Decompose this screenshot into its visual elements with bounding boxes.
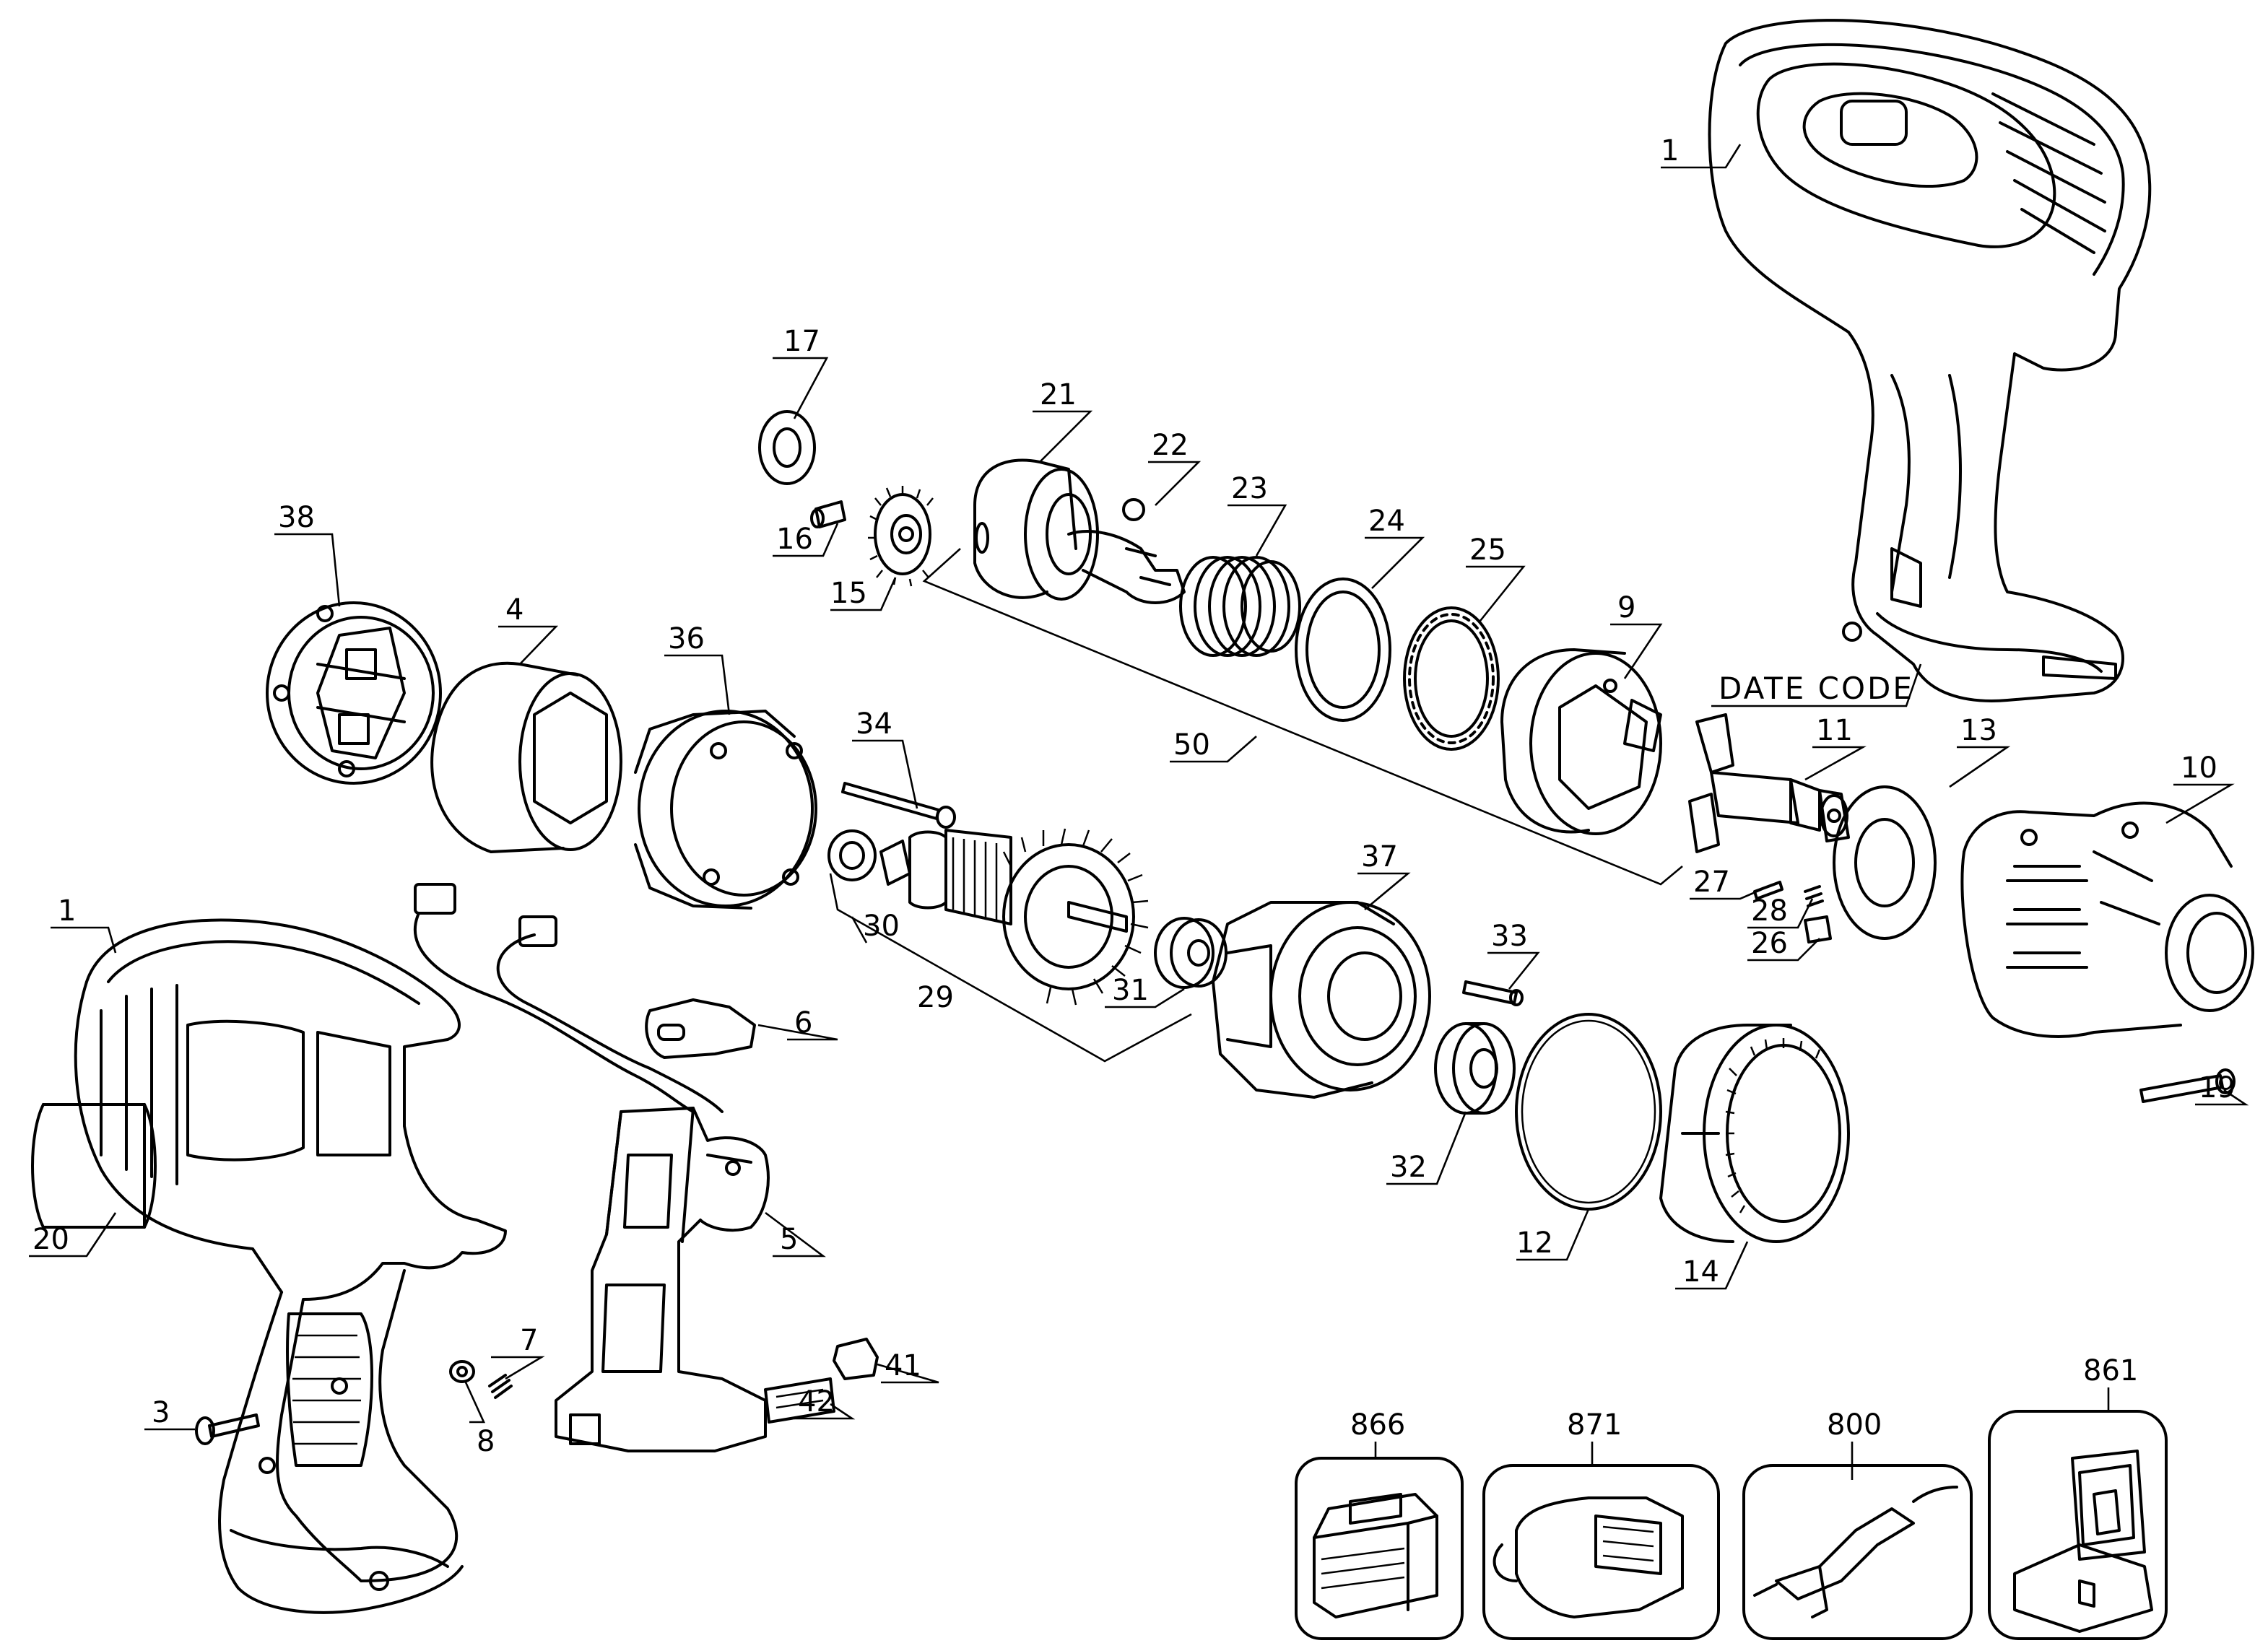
pin-27: [1753, 881, 1783, 900]
connector-6: [645, 998, 756, 1059]
callout-11: 11: [1816, 714, 1853, 747]
end-plate-36: [634, 710, 817, 910]
callout-9: 9: [1617, 591, 1635, 624]
callout-27: 27: [1693, 866, 1730, 899]
screw-19: [2139, 1068, 2236, 1103]
callout-10: 10: [2181, 751, 2217, 785]
accessory-box-861: [1988, 1410, 2168, 1640]
callout-19: 19: [2199, 1071, 2236, 1104]
callout-3: 3: [152, 1396, 170, 1429]
callout-37: 37: [1361, 840, 1398, 873]
callout-800: 800: [1827, 1408, 1882, 1442]
callout-6: 6: [794, 1006, 812, 1040]
motor-can-4: [430, 661, 622, 853]
callout-leaders: [29, 144, 2249, 1480]
callout-5: 5: [780, 1223, 798, 1256]
date-code-label: DATE CODE: [1719, 671, 1914, 706]
callout-31: 31: [1112, 974, 1149, 1007]
housing-right-half: [1708, 19, 2152, 702]
callout-1-top: 1: [1661, 134, 1679, 167]
callout-38: 38: [278, 501, 315, 534]
housing-left-half: [74, 918, 507, 1614]
gear-case-37: [1212, 901, 1431, 1099]
ball-22: [1122, 498, 1145, 521]
date-code-callout: DATE CODE: [1711, 663, 1922, 707]
callout-8: 8: [477, 1425, 495, 1458]
callout-33: 33: [1491, 920, 1528, 953]
spring-23: [1179, 556, 1301, 657]
callout-42: 42: [798, 1385, 835, 1418]
part-41: [833, 1338, 879, 1380]
callout-14: 14: [1682, 1255, 1719, 1289]
callout-866: 866: [1350, 1408, 1405, 1442]
callout-24: 24: [1368, 505, 1405, 538]
spring-7: [488, 1374, 513, 1399]
callout-23: 23: [1231, 472, 1268, 505]
callout-17: 17: [783, 325, 820, 358]
callout-7: 7: [520, 1324, 538, 1357]
trigger-switch-5: [555, 1107, 770, 1452]
washer-24: [1295, 578, 1391, 722]
ring-gear-14: [1659, 1024, 1850, 1243]
armature-29: [879, 828, 1149, 1006]
wiring-harness: [414, 883, 724, 1113]
detent-26: [1804, 915, 1832, 943]
callout-29: 29: [917, 981, 954, 1014]
hammer-21: [973, 458, 1186, 604]
label-sticker: [31, 1103, 157, 1229]
washer-17: [758, 410, 816, 485]
callout-32: 32: [1390, 1151, 1427, 1184]
screw-34: [841, 782, 956, 829]
callout-1-left: 1: [58, 894, 76, 928]
accessory-box-866: [1295, 1457, 1464, 1640]
bracket-29: [829, 873, 1192, 1063]
washer-8: [449, 1360, 475, 1383]
anvil-11: [1688, 713, 1850, 853]
callout-41: 41: [885, 1349, 921, 1382]
pin-16: [810, 500, 846, 528]
callout-26: 26: [1751, 927, 1788, 960]
callout-34: 34: [856, 707, 892, 741]
callout-21: 21: [1040, 378, 1077, 411]
part-42: [764, 1377, 835, 1424]
hammer-9: [1500, 648, 1662, 835]
callout-30: 30: [863, 910, 900, 943]
gear-15: [868, 486, 934, 587]
callout-15: 15: [830, 577, 867, 610]
screw-3: [195, 1413, 260, 1445]
bearing-32: [1434, 1022, 1516, 1115]
bearing-30: [827, 829, 877, 881]
callout-36: 36: [668, 622, 705, 655]
callout-861: 861: [2083, 1354, 2138, 1387]
callout-13: 13: [1960, 714, 1997, 747]
accessory-box-871: [1482, 1464, 1720, 1640]
spring-28: [1804, 885, 1824, 907]
o-ring-12: [1515, 1013, 1662, 1211]
callout-22: 22: [1152, 429, 1189, 462]
callout-50: 50: [1173, 728, 1210, 762]
washer-13: [1833, 785, 1937, 940]
callout-numbers: 1 1 3 4 5 6 7 8 9 10 11 12 13 14 15 16 1…: [32, 134, 2236, 1458]
callout-16: 16: [776, 523, 813, 556]
callout-871: 871: [1567, 1408, 1622, 1442]
thrust-bearing-25: [1403, 606, 1500, 751]
callout-25: 25: [1469, 533, 1506, 567]
pin-33: [1462, 980, 1524, 1006]
callout-28: 28: [1751, 894, 1788, 928]
callout-4: 4: [505, 593, 523, 627]
bracket-50: [922, 548, 1683, 886]
nose-housing-10: [1960, 801, 2254, 1038]
callout-12: 12: [1516, 1226, 1553, 1260]
brush-holder-38: [266, 601, 442, 785]
callout-20: 20: [32, 1223, 69, 1256]
accessory-box-800: [1742, 1464, 1973, 1640]
